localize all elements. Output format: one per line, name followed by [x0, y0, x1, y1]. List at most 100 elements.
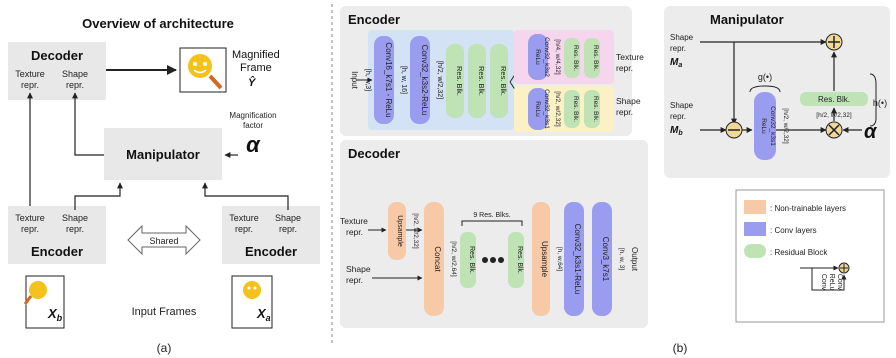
manipulator-detail-title: Manipulator [710, 12, 784, 27]
legend-label-non-trainable: : Non-trainable layers [770, 204, 846, 213]
enc-left-texture-2: repr. [21, 224, 39, 234]
dec-upsample-1-label: Upsample [396, 215, 403, 247]
encoder-input-label: Input [350, 71, 359, 90]
enc-shape-res-2-label: Res. Blk. [592, 96, 599, 122]
enc-texture-res-2-label: Res. Blk. [592, 45, 599, 71]
dec-conv32-label: Conv32_k3s1-ReLu [573, 224, 582, 295]
h-res-blk [800, 92, 868, 106]
enc-left-title: Encoder [31, 244, 83, 259]
manip-ma: Ma [670, 57, 682, 69]
enc-shape-out-1: Shape [616, 96, 641, 106]
legend-res-path [811, 268, 847, 291]
dec-texture-in-1: Texture [340, 216, 368, 226]
enc-left-shape-arrow [74, 182, 123, 210]
g-dim: [h/2, w/2,32] [782, 108, 789, 144]
dec-res-blk-1-label: Res. Blk. [468, 246, 475, 274]
magnified-frame-image [179, 47, 227, 93]
enc-conv32-block [410, 36, 430, 124]
caption-b: (b) [673, 341, 688, 355]
dec-ellipsis-dot-1 [482, 257, 488, 263]
dec-shape-in-2: repr. [346, 275, 363, 285]
legend-label-conv: : Conv layers [770, 226, 817, 235]
h-res-blk-label: Res. Blk. [818, 95, 850, 104]
overview-manipulator-title: Manipulator [126, 147, 200, 162]
enc-right-shape-2: repr. [279, 224, 297, 234]
enc-texture-conv-block [528, 34, 548, 80]
h-label: h(•) [873, 98, 887, 108]
overview-decoder-texture-1: Texture [15, 69, 45, 79]
enc-shape-res-1 [564, 90, 580, 128]
overview-encoder-left-box [8, 206, 106, 264]
dec-texture-in-2: repr. [346, 227, 363, 237]
legend-swatch-conv [744, 222, 766, 236]
alpha-symbol: α [246, 132, 261, 157]
manip-shape-a-1: Shape [670, 33, 694, 42]
overview-decoder-texture-2: repr. [21, 80, 39, 90]
g-conv-block [754, 92, 776, 160]
enc-texture-res-1-label: Res. Blk. [572, 45, 579, 71]
decoder-detail-title: Decoder [348, 146, 400, 161]
legend-conv-2: Conv [836, 274, 843, 291]
dec-conv3-label: Conv3_k7s1 [601, 237, 610, 282]
enc-shape-res-2 [584, 90, 600, 128]
enc-conv16-label: Conv16_k7s1 - ReLu [384, 42, 393, 117]
enc-shape-dim: [h/2, w/2,32] [554, 91, 561, 127]
enc-res-blk-2-label: Res. Blk. [477, 66, 486, 96]
decoder-detail: Decoder Texture repr. Shape repr. Upsamp… [340, 140, 648, 328]
g-relu: ReLu [760, 118, 767, 134]
dec-res-count: 9 Res. Blks. [473, 212, 510, 219]
xa-label: Xa [256, 306, 271, 323]
enc-shape-res-1-label: Res. Blk. [572, 96, 579, 122]
dec-dim-concat: [h/2, w/2,64] [450, 241, 457, 277]
enc-texture-conv: Conv32_k3s2 [543, 37, 550, 77]
manip-shape-b-2: repr. [670, 112, 686, 121]
panel-a-title: Overview of architecture [82, 16, 234, 31]
overview-encoder-right-box [222, 206, 320, 264]
enc-texture-dim: [h/4, w/4,32] [554, 39, 561, 75]
enc-shape-conv-block [528, 88, 548, 130]
enc-texture-out-1: Texture [616, 52, 644, 62]
input-frame-xa [231, 275, 273, 329]
enc-right-texture-1: Texture [229, 213, 259, 223]
manip-shape-b-1: Shape [670, 101, 694, 110]
enc-shape-relu: ReLu [534, 101, 541, 117]
manip-to-decoder-arrow [72, 92, 104, 156]
legend-relu: ReLu [828, 274, 835, 291]
manip-alpha: α [864, 121, 878, 143]
xb-label: Xb [47, 306, 63, 323]
manip-shape-a-2: repr. [670, 44, 686, 53]
dec-dim-out: [h, w, 3] [618, 248, 625, 271]
dec-output-label: Output [630, 247, 639, 272]
dec-upsample-2-block [532, 202, 550, 316]
shared-label: Shared [149, 236, 178, 246]
enc-dim1: [h, w, 16] [400, 66, 407, 94]
legend-label-residual: : Residual Block [770, 248, 828, 257]
g-brace [749, 85, 781, 93]
enc-right-title: Encoder [245, 244, 297, 259]
magnification-factor-2: factor [243, 121, 263, 130]
enc-res-blk-2 [468, 44, 486, 118]
enc-left-texture-1: Texture [15, 213, 45, 223]
magnified-frame-label-2: Frame [240, 62, 272, 74]
dec-concat-label: Concat [433, 246, 442, 272]
dec-concat-block [424, 202, 444, 316]
dec-upsample-2-label: Upsample [540, 241, 549, 278]
dec-res-bracket [461, 220, 523, 226]
manip-mb: Mb [670, 125, 683, 137]
dec-res-blk-1 [460, 232, 476, 288]
legend-swatch-non-trainable [744, 200, 766, 214]
panel-a: Overview of architecture Decoder Texture… [8, 16, 320, 355]
overview-decoder-title: Decoder [31, 48, 83, 63]
encoder-detail-title: Encoder [348, 12, 400, 27]
enc-shape-out-2: repr. [616, 107, 633, 117]
dec-dim-up2: [h, w,64] [556, 247, 563, 271]
enc-right-shape-arrow [202, 182, 289, 210]
y-hat-label: Ŷ [248, 76, 257, 89]
enc-shape-conv: Conv32_k3s1 [543, 89, 550, 129]
encoder-detail: Encoder Input [h, w,3] Conv16_k7s1 - ReL… [340, 6, 644, 136]
overview-manipulator-box [104, 128, 222, 180]
g-label: g(•) [758, 72, 772, 82]
caption-a: (a) [157, 341, 172, 355]
enc-right-shape-1: Shape [275, 213, 301, 223]
